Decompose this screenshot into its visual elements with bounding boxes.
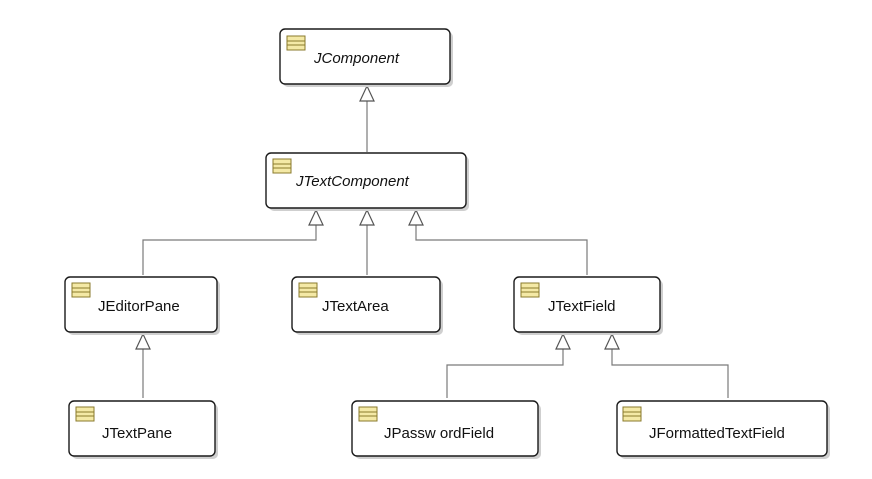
class-icon [272, 158, 292, 174]
class-icon [298, 282, 318, 298]
class-label-jeditorpane: JEditorPane [98, 298, 180, 315]
class-icon [520, 282, 540, 298]
arrowhead-group [135, 84, 620, 350]
inheritance-arrow-icon [135, 332, 151, 350]
class-box-jtextarea[interactable]: JTextArea [291, 276, 443, 335]
connector-jtextfield-jtextcomponent [415, 212, 588, 275]
inheritance-arrow-icon [604, 332, 620, 350]
class-box-jformattedtextfield[interactable]: JFormattedTextField [616, 400, 830, 459]
class-icon [286, 35, 306, 51]
class-icon [75, 406, 95, 422]
class-icon [71, 282, 91, 298]
class-icon [622, 406, 642, 422]
inheritance-arrow-icon [555, 332, 571, 350]
class-label-jpasswordfield: JPassw ordField [384, 425, 494, 442]
inheritance-arrow-icon [359, 208, 375, 226]
connector-group [142, 88, 729, 398]
class-box-jtextcomponent[interactable]: JTextComponent [265, 152, 469, 211]
class-box-jpasswordfield[interactable]: JPassw ordField [351, 400, 541, 459]
inheritance-arrow-icon [408, 208, 424, 226]
class-box-jtextfield[interactable]: JTextField [513, 276, 663, 335]
class-label-jtextfield: JTextField [548, 298, 616, 315]
class-box-jcomponent[interactable]: JComponent [279, 28, 453, 87]
inheritance-arrow-icon [359, 84, 375, 102]
class-label-jformattedtextfield: JFormattedTextField [649, 425, 785, 442]
connector-jpasswordfield-jtextfield [446, 336, 564, 398]
class-box-jeditorpane[interactable]: JEditorPane [64, 276, 220, 335]
class-label-jtextcomponent: JTextComponent [295, 173, 410, 190]
class-label-jtextarea: JTextArea [322, 298, 389, 315]
connector-jformattedtextfield-jtextfield [611, 336, 729, 398]
class-label-jtextpane: JTextPane [102, 425, 172, 442]
class-icon [358, 406, 378, 422]
class-box-jtextpane[interactable]: JTextPane [68, 400, 218, 459]
inheritance-arrow-icon [308, 208, 324, 226]
connector-jeditorpane-jtextcomponent [142, 212, 317, 275]
class-label-jcomponent: JComponent [313, 50, 400, 67]
